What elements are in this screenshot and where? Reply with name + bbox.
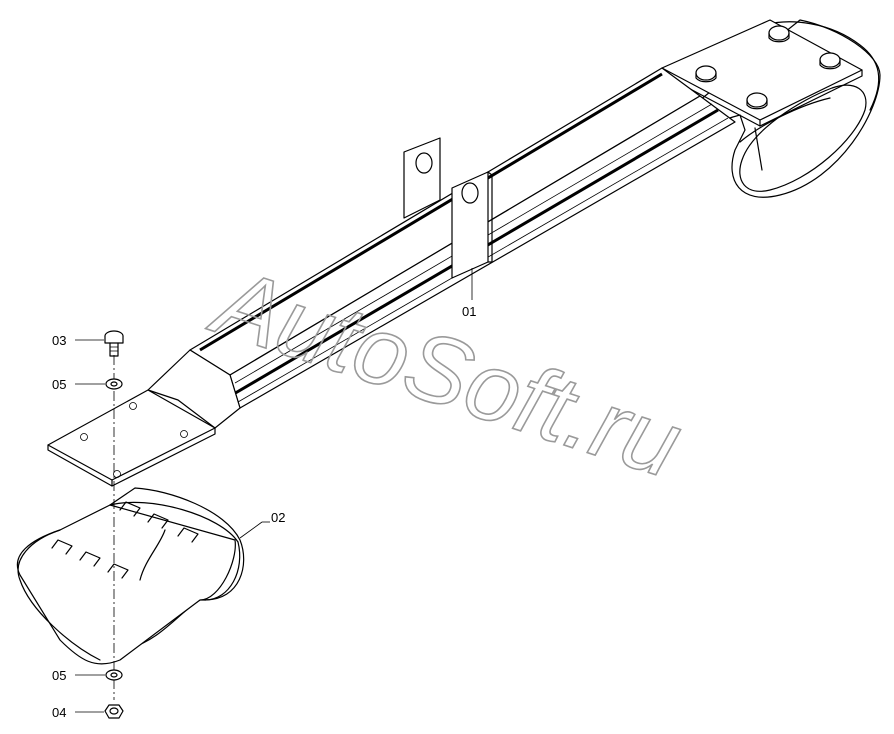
rear-bracket-tab [403, 137, 441, 219]
bolt-head [695, 65, 717, 83]
right-plate-bolts [695, 25, 841, 110]
callout-label-01: 01 [462, 304, 476, 319]
callout-label-04: 04 [52, 705, 66, 720]
callout-label-05-bottom: 05 [52, 668, 66, 683]
left-mounting-plate [47, 349, 241, 487]
washer-05-top [105, 378, 123, 390]
front-bracket-tab [451, 171, 493, 279]
left-clamp-band [16, 487, 245, 665]
callout-01: 01 [462, 268, 476, 319]
callout-03: 03 [52, 333, 104, 348]
bolt-03 [104, 330, 124, 357]
bolt-head [819, 52, 841, 70]
callout-02: 02 [239, 510, 285, 539]
bolt-head [746, 92, 768, 110]
callout-label-03: 03 [52, 333, 66, 348]
callout-label-02: 02 [271, 510, 285, 525]
bolt-head [768, 25, 790, 43]
callout-05-top: 05 [52, 377, 105, 392]
nut-04 [104, 704, 124, 719]
callout-04: 04 [52, 705, 104, 720]
callout-05-bottom: 05 [52, 668, 105, 683]
callout-label-05-top: 05 [52, 377, 66, 392]
washer-05-bottom [105, 669, 123, 681]
